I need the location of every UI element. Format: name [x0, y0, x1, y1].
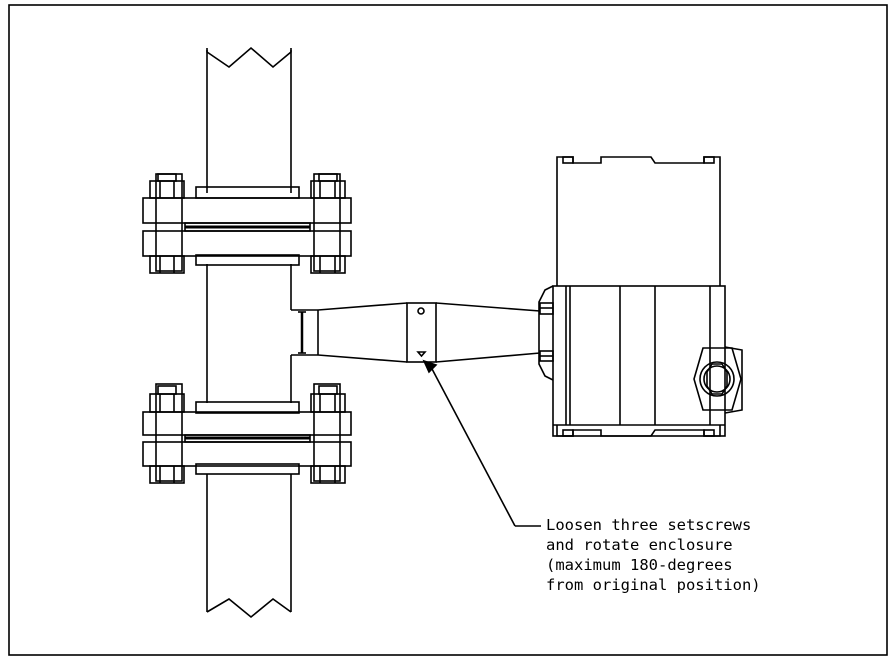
transmitter-neck	[291, 302, 541, 363]
lower-flange-top	[142, 411, 352, 436]
upper-flange-bottom	[142, 230, 352, 257]
drawing-frame	[8, 4, 888, 656]
setscrew-hole	[417, 307, 425, 315]
callout-text: Loosen three setscrews and rotate enclos…	[546, 515, 761, 595]
upper-flange-top	[142, 197, 352, 224]
conduit-entry-boss	[724, 346, 743, 414]
callout-line-4: from original position)	[546, 576, 761, 594]
enclosure	[538, 156, 743, 437]
pipe-bottom-break	[206, 597, 292, 619]
setscrew-collar	[406, 302, 437, 363]
pipe	[206, 46, 292, 619]
lower-flange-assembly	[142, 383, 352, 484]
upper-flange-assembly	[142, 173, 352, 274]
enclosure-mount-boss	[538, 285, 554, 381]
pipe-top-break	[206, 46, 292, 69]
callout-line-1: Loosen three setscrews	[546, 516, 752, 534]
callout-leader	[422, 359, 541, 527]
setscrew-marker	[416, 351, 427, 358]
enclosure-top-cover	[556, 156, 721, 286]
callout-line-2: and rotate enclosure	[546, 536, 733, 554]
lower-flange-bottom	[142, 441, 352, 467]
hex-plug	[693, 347, 742, 411]
callout-line-3: (maximum 180-degrees	[546, 556, 733, 574]
